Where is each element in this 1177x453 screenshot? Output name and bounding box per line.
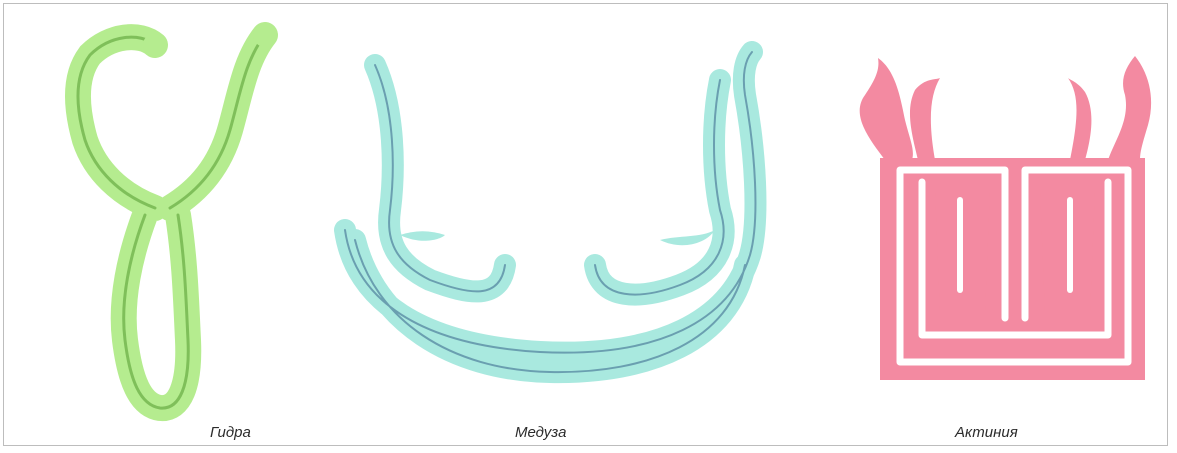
hydra-caption: Гидра <box>210 424 251 441</box>
actinia-tentacle-left-inner <box>910 78 940 160</box>
actinia-caption: Актиния <box>955 424 1018 441</box>
actinia-tentacle-right-outer <box>1108 56 1151 160</box>
actinia-tentacle-left-outer <box>860 58 913 160</box>
actinia-tentacle-right-inner <box>1068 78 1091 160</box>
hydra-body <box>78 35 265 408</box>
medusa-diagram <box>345 52 755 372</box>
hydra-diagram <box>78 23 277 408</box>
medusa-inner-line <box>345 52 755 372</box>
actinia-diagram <box>860 56 1151 380</box>
medusa-caption: Медуза <box>515 424 566 441</box>
